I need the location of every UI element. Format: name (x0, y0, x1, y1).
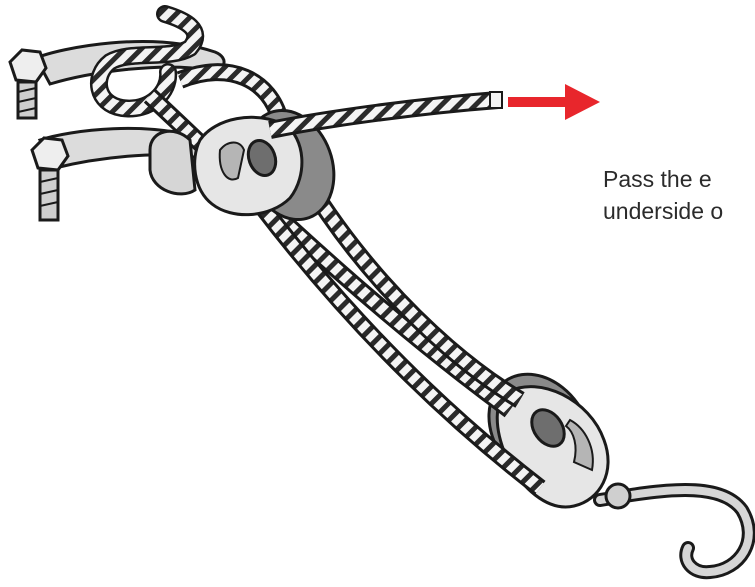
instruction-line-2: underside o (603, 195, 723, 227)
rope-exit-strand (270, 92, 502, 130)
arrow-right-icon (508, 84, 600, 120)
instruction-line-1: Pass the e (603, 163, 723, 195)
bolt-icon (32, 138, 68, 220)
bolt-icon (10, 50, 46, 118)
instruction-text: Pass the e underside o (603, 163, 723, 227)
